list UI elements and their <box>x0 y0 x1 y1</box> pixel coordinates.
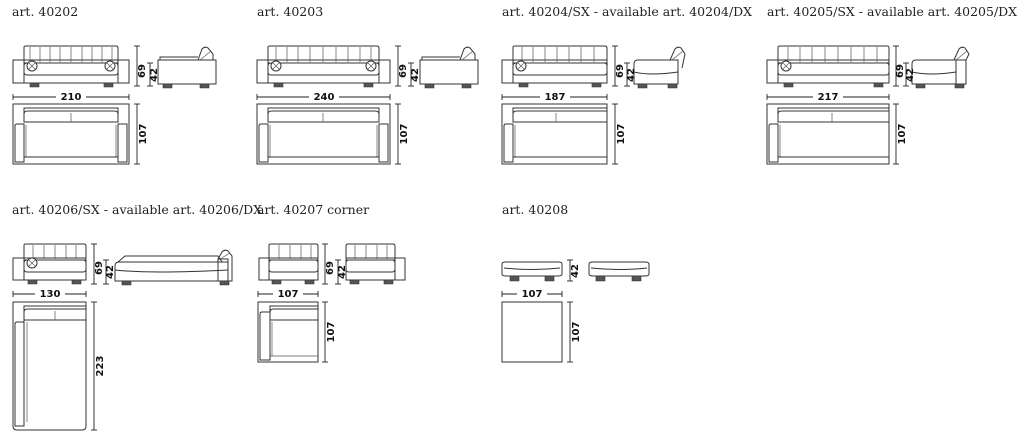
title-40202: art. 40202 <box>12 4 79 19</box>
dim-seat-40202: 42 <box>149 68 160 82</box>
title-40207: art. 40207 corner <box>257 202 370 217</box>
title-40206: art. 40206/SX - available art. 40206/DX <box>12 202 263 217</box>
dim-width-40202: 210 <box>61 92 82 103</box>
dim-depth-40203: 107 <box>399 124 410 145</box>
dim-width-40205: 217 <box>818 92 839 103</box>
plan-view-40204 <box>502 104 607 164</box>
front-view-40204 <box>502 46 607 87</box>
side-view-40202 <box>158 47 216 88</box>
height-dims-40206 <box>91 244 109 284</box>
front-view-40208 <box>502 262 562 281</box>
plan-view-40205 <box>767 104 889 164</box>
title-40204: art. 40204/SX - available art. 40204/DX <box>502 4 753 19</box>
dim-depth-40205: 107 <box>897 124 908 145</box>
front-view-40206 <box>13 244 86 284</box>
dim-seat-40206: 42 <box>105 265 116 279</box>
dim-height-40207: 69 <box>325 261 336 275</box>
dim-width-40206: 130 <box>40 289 61 300</box>
front-view-40205 <box>767 46 889 87</box>
height-dims-40204 <box>612 46 630 86</box>
dim-seat-40207: 42 <box>337 265 348 279</box>
dim-width-40207: 107 <box>278 289 299 300</box>
front-view-40202 <box>13 46 129 87</box>
plan-view-40202 <box>13 104 129 164</box>
dim-width-40204: 187 <box>545 92 566 103</box>
dim-seat-40203: 42 <box>410 68 421 82</box>
dim-depth-40206: 223 <box>95 356 106 377</box>
side-view-40204 <box>634 47 685 88</box>
height-dims-40202 <box>134 46 153 86</box>
height-dims-40205 <box>893 46 909 86</box>
side-view-40207 <box>346 244 405 284</box>
height-dims-40203 <box>395 46 414 86</box>
dim-depth-40202: 107 <box>138 124 149 145</box>
height-dims-40207 <box>322 244 341 284</box>
height-dims-40208 <box>567 260 573 281</box>
dim-seat-40208: 42 <box>570 264 581 278</box>
dim-depth-40207: 107 <box>326 322 337 343</box>
title-40208: art. 40208 <box>502 202 569 217</box>
title-40205: art. 40205/SX - available art. 40205/DX <box>767 4 1017 19</box>
dim-height-40203: 69 <box>398 64 409 78</box>
plan-view-40206 <box>13 302 86 430</box>
dim-height-40206: 69 <box>94 261 105 275</box>
front-view-40207 <box>259 244 318 284</box>
dim-height-40204: 69 <box>615 64 626 78</box>
plan-view-40208 <box>502 302 562 362</box>
dim-depth-40204: 107 <box>616 124 627 145</box>
dim-height-40205: 69 <box>895 64 906 78</box>
title-40203: art. 40203 <box>257 4 324 19</box>
side-view-40206 <box>115 250 232 285</box>
side-view-40203 <box>420 47 478 88</box>
dim-depth-40208: 107 <box>571 322 582 343</box>
front-view-40203 <box>257 46 390 87</box>
plan-view-40207 <box>258 302 318 362</box>
dim-height-40202: 69 <box>137 64 148 78</box>
dim-seat-40205: 42 <box>905 68 916 82</box>
dim-width-40203: 240 <box>314 92 335 103</box>
plan-view-40203 <box>257 104 390 164</box>
dim-seat-40204: 42 <box>626 68 637 82</box>
side-view-40208 <box>589 262 649 281</box>
dim-width-40208: 107 <box>522 289 543 300</box>
side-view-40205 <box>912 47 969 88</box>
